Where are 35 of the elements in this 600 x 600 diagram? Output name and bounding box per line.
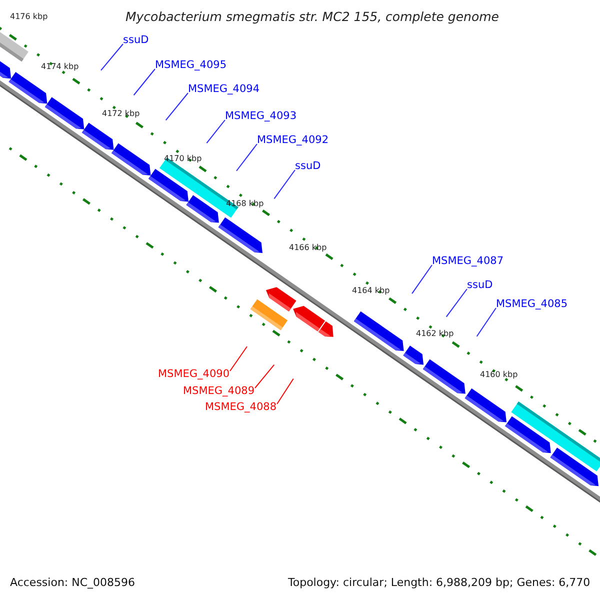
gene-label: MSMEG_4093 [225,110,297,122]
scale-label: 4160 kbp [480,370,518,380]
leader-line [100,44,124,71]
scale-label: 4176 kbp [10,12,48,22]
scale-label: 4164 kbp [352,286,390,296]
leader-line [274,170,296,200]
gene-label: MSMEG_4090 [158,368,230,380]
scale-label: 4170 kbp [164,154,202,164]
leader-line [254,364,275,388]
gene-label: ssuD [123,34,149,46]
gene-label: ssuD [467,278,493,292]
gene-label: ssuD [295,160,321,172]
scale-label: 4162 kbp [416,329,454,339]
leader-line [412,264,432,294]
leader-line [206,120,226,144]
gene-label: MSMEG_4088 [205,400,277,414]
gene-label: MSMEG_4092 [257,134,329,146]
accession-text: Accession: NC_008596 [10,576,136,589]
chart-title: Mycobacterium smegmatis str. MC2 155, complete genome [126,9,499,24]
scale-label: 4174 kbp [41,62,79,72]
leader-line [276,378,294,404]
gene-label: MSMEG_4095 [155,58,227,72]
leader-line [236,144,258,172]
gene-label: MSMEG_4089 [183,384,255,398]
leader-line [133,68,156,96]
gene-label: MSMEG_4085 [496,298,568,310]
leader-line [165,92,188,121]
leader-line [476,308,496,337]
leader-line [230,346,248,372]
genome-info-text: Topology: circular; Length: 6,988,209 bp; Genes: 6,770 [288,576,590,589]
gene-label: MSMEG_4087 [432,254,504,268]
gene-label: MSMEG_4094 [188,82,260,96]
leader-line [446,288,468,318]
scale-label: 4172 kbp [102,109,140,119]
scale-label: 4166 kbp [289,243,327,253]
